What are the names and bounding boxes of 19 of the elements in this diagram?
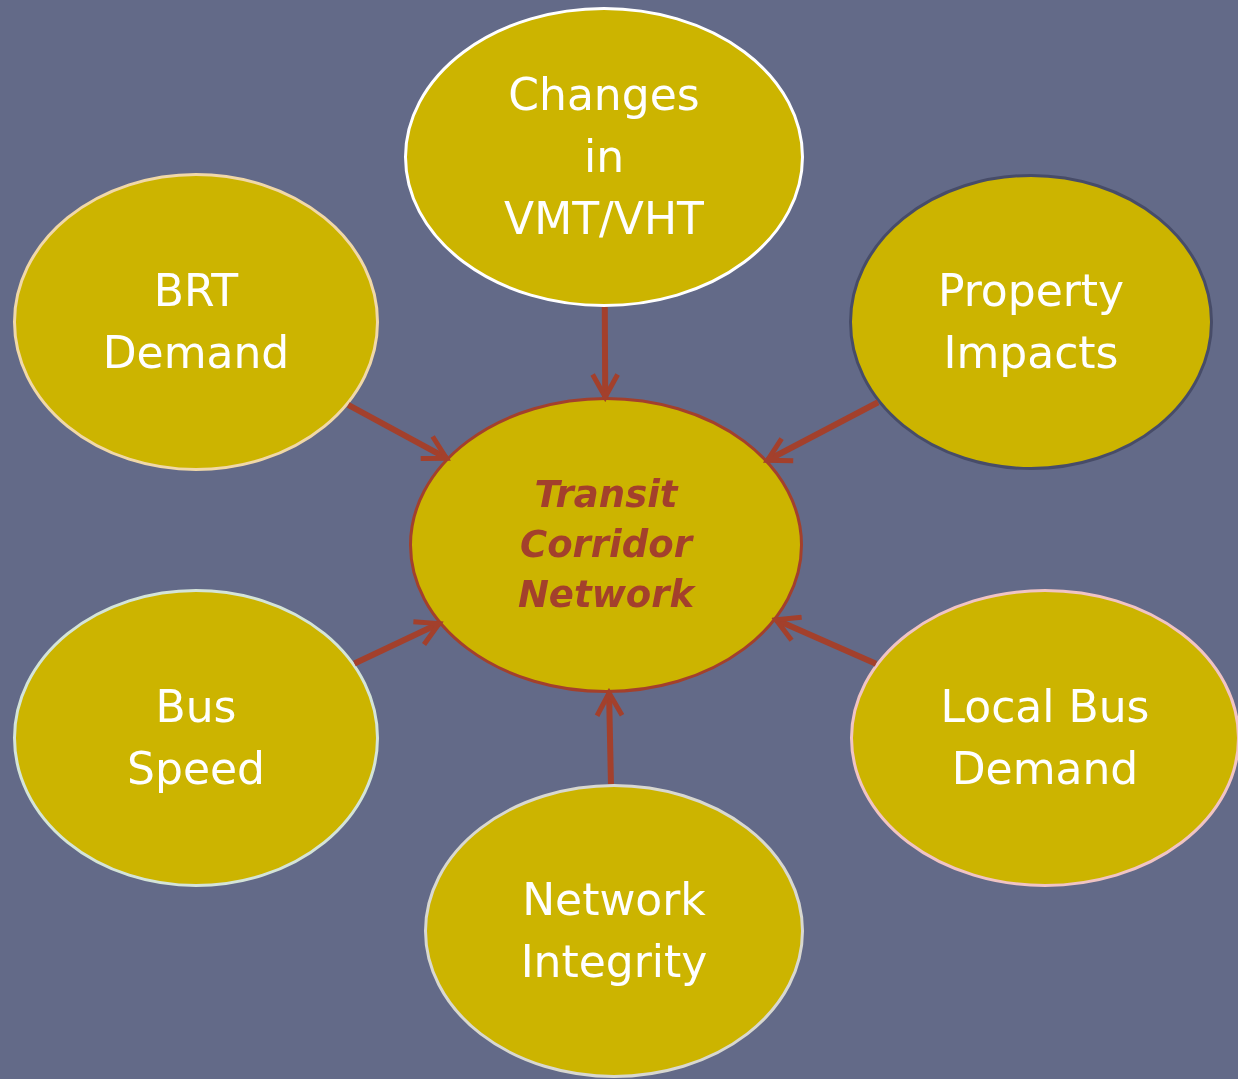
ellipse-node	[404, 7, 804, 307]
node-label: BRT Demand	[101, 264, 291, 380]
node-label: Network Integrity	[519, 873, 709, 989]
ellipse-node	[424, 784, 804, 1078]
ellipse-node	[409, 397, 803, 693]
node-label: Changes in VMT/VHT	[503, 68, 705, 246]
arrow	[346, 402, 449, 461]
ellipse-node	[13, 173, 379, 471]
arrow	[594, 690, 625, 785]
node-label: Transit Corridor Network	[516, 472, 697, 618]
node-label: Property Impacts	[936, 264, 1126, 380]
arrow	[590, 306, 621, 400]
arrow	[765, 399, 880, 464]
ellipse-node	[13, 589, 379, 887]
arrow	[353, 619, 442, 667]
node-label: Local Bus Demand	[939, 680, 1151, 796]
arrow	[773, 614, 878, 667]
ellipse-node	[849, 174, 1213, 470]
node-label: Bus Speed	[126, 680, 266, 796]
